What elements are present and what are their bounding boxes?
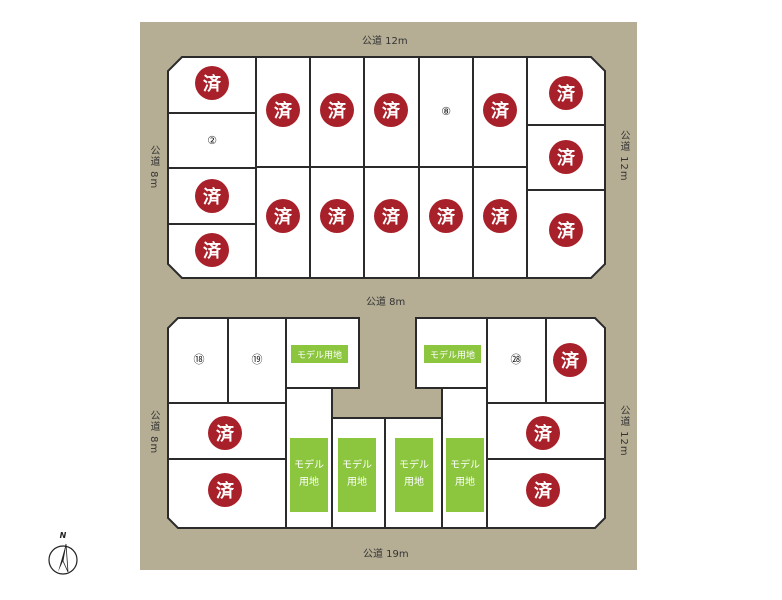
sold-badge: 済 <box>266 93 300 127</box>
sold-badge: 済 <box>549 76 583 110</box>
svg-text:モデル: モデル <box>342 458 372 471</box>
svg-text:済: 済 <box>274 100 293 122</box>
lot-upper-d2[interactable] <box>363 166 420 279</box>
svg-text:済: 済 <box>274 206 293 228</box>
svg-text:用地: 用地 <box>455 475 475 488</box>
svg-text:済: 済 <box>561 350 580 372</box>
svg-text:済: 済 <box>534 423 553 445</box>
sold-badge: 済 <box>549 213 583 247</box>
svg-text:用地: 用地 <box>299 475 319 488</box>
road-label-right-upper: 公道 12m <box>618 130 629 182</box>
sold-badge: 済 <box>374 93 408 127</box>
svg-text:済: 済 <box>491 100 510 122</box>
svg-text:モデル: モデル <box>399 458 429 471</box>
road-label-middle: 公道 8m <box>366 297 406 308</box>
sold-badge: 済 <box>195 66 229 100</box>
svg-text:済: 済 <box>203 186 222 208</box>
svg-text:済: 済 <box>382 100 401 122</box>
svg-text:用地: 用地 <box>347 475 367 488</box>
svg-text:済: 済 <box>328 206 347 228</box>
lot-number-18: ⑱ <box>194 353 205 366</box>
lot-number-8: ⑧ <box>441 105 451 118</box>
svg-text:済: 済 <box>557 220 576 242</box>
model-tag-col-3 <box>395 438 433 512</box>
lot-number-28: ㉘ <box>511 353 522 366</box>
svg-text:済: 済 <box>534 480 553 502</box>
lot-number-2: ② <box>207 134 217 147</box>
svg-text:済: 済 <box>203 73 222 95</box>
sold-badge: 済 <box>208 416 242 450</box>
model-tags: モデル用地 モデル用地 モデル 用地 モデル 用地 モデル 用地 モデル 用地 <box>290 345 484 512</box>
svg-text:N: N <box>60 531 67 540</box>
sold-badge: 済 <box>208 473 242 507</box>
model-tag-col-1 <box>290 438 328 512</box>
sold-badge: 済 <box>266 199 300 233</box>
lot-number-19: ⑲ <box>252 353 263 366</box>
sold-badge: 済 <box>195 233 229 267</box>
lot-28[interactable] <box>486 317 547 404</box>
sold-badge: 済 <box>429 199 463 233</box>
road-label-right-lower: 公道 12m <box>618 405 629 457</box>
sold-badge: 済 <box>483 199 517 233</box>
north-arrow-icon: N <box>46 528 80 580</box>
svg-text:モデル用地: モデル用地 <box>430 349 475 361</box>
svg-text:済: 済 <box>437 206 456 228</box>
model-tag-col-4 <box>446 438 484 512</box>
svg-text:済: 済 <box>557 83 576 105</box>
upper-block <box>167 56 606 279</box>
svg-text:済: 済 <box>328 100 347 122</box>
sold-badge: 済 <box>553 343 587 377</box>
sold-badge: 済 <box>483 93 517 127</box>
sold-badge: 済 <box>195 179 229 213</box>
svg-text:用地: 用地 <box>404 475 424 488</box>
svg-text:済: 済 <box>216 480 235 502</box>
svg-text:済: 済 <box>382 206 401 228</box>
model-tag-col-2 <box>338 438 376 512</box>
model-tag-right <box>424 345 481 363</box>
svg-text:済: 済 <box>216 423 235 445</box>
available-lot-numbers: ② ⑧ ⑱ ⑲ ㉘ <box>194 105 522 366</box>
sold-badges: 済 済 済 済 済 済 済 済 済 済 済 済 済 済 済 済 済 済 済 済 <box>195 66 587 507</box>
road-label-bottom: 公道 19m <box>363 549 409 560</box>
svg-text:済: 済 <box>203 240 222 262</box>
road-label-left-lower: 公道 8m <box>148 410 159 455</box>
svg-text:モデル: モデル <box>294 458 324 471</box>
sold-badge: 済 <box>526 416 560 450</box>
sold-badge: 済 <box>526 473 560 507</box>
sold-badge: 済 <box>549 140 583 174</box>
svg-text:モデル用地: モデル用地 <box>297 349 342 361</box>
sold-badge: 済 <box>320 199 354 233</box>
sold-badge: 済 <box>374 199 408 233</box>
road-label-top: 公道 12m <box>362 36 408 47</box>
road-label-left-upper: 公道 8m <box>148 145 159 190</box>
svg-text:済: 済 <box>557 147 576 169</box>
sold-badge: 済 <box>320 93 354 127</box>
svg-text:済: 済 <box>491 206 510 228</box>
model-tag-left <box>291 345 348 363</box>
svg-text:モデル: モデル <box>450 458 480 471</box>
